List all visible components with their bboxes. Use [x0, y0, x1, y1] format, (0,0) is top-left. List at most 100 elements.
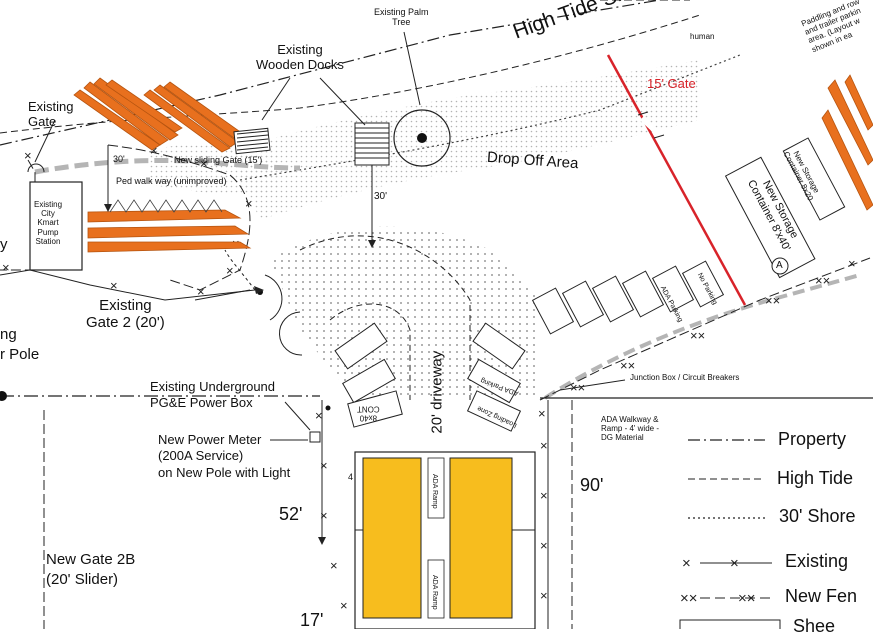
svg-text:××: ×× [620, 358, 635, 373]
marker-a-circle [771, 257, 789, 275]
label-gate-15: 15' Gate [647, 76, 696, 91]
label-y-fragment: y [0, 236, 8, 253]
svg-text:×: × [226, 263, 234, 278]
label-human-fragment: human [690, 32, 715, 41]
arrowhead-gate2 [254, 286, 264, 294]
svg-text:××: ×× [690, 328, 705, 343]
label-ped-walk-way: Ped walk way (unimproved) [116, 176, 227, 186]
parking-dotted-area [270, 226, 540, 400]
svg-text:××: ×× [765, 293, 780, 308]
parking-spots-center [466, 322, 526, 432]
power-meter-box [309, 431, 321, 443]
label-existing-underground: Existing Underground PG&E Power Box [150, 379, 276, 411]
existing-gate-swing [27, 163, 45, 173]
container-area [354, 451, 536, 629]
svg-text:×: × [24, 148, 32, 163]
parking-spots-left [334, 322, 403, 428]
svg-text:×: × [340, 598, 348, 613]
legend-property: Property [778, 429, 847, 449]
parking-spots-right [531, 260, 725, 335]
boat-rack-zigzag [109, 199, 223, 213]
label-existing-wooden-docks: Existing Wooden Docks [256, 42, 344, 72]
svg-text:×: × [2, 260, 10, 275]
gate-15-opening [639, 115, 663, 138]
legend-shee: Shee [793, 616, 836, 636]
arrowhead-30 [368, 240, 376, 248]
label-ada-walkway: ADA Walkway & Ramp - 4' wide - DG Materi… [601, 415, 659, 443]
label-existing-palm-tree: Existing Palm Tree [374, 7, 429, 28]
svg-text:×: × [540, 488, 548, 503]
svg-text:××: ×× [815, 273, 830, 288]
ped-walkway [34, 157, 301, 175]
label-container-a: 8x40 CONT [357, 404, 380, 423]
arrowhead-30-top [104, 204, 112, 212]
label-dim-30-mid: 30' [374, 191, 388, 202]
svg-text:×: × [682, 555, 691, 572]
storage-container-small [782, 137, 846, 221]
boat-racks-mid [87, 209, 252, 253]
svg-text:××: ×× [680, 590, 698, 607]
svg-text:×: × [320, 508, 328, 523]
label-dim-52: 52' [279, 504, 303, 524]
gate-15-red-line [606, 54, 747, 306]
gate2-swing-arc-2 [279, 311, 303, 356]
legend-high-tide: High Tide [777, 468, 854, 488]
svg-text:×: × [330, 558, 338, 573]
label-existing-gate: Existing Gate [28, 99, 74, 129]
legend-30-shore: 30' Shore [779, 506, 856, 526]
boat-racks-right [821, 74, 873, 211]
svg-text:×: × [730, 555, 739, 572]
label-num-4: 4 [348, 472, 354, 482]
shore-30-line [239, 54, 741, 181]
palm-tree-symbol [393, 109, 451, 167]
svg-text:××: ×× [738, 590, 756, 607]
svg-text:×: × [245, 196, 253, 211]
svg-text:×: × [540, 588, 548, 603]
svg-text:×: × [200, 156, 208, 171]
container-yellow-left [362, 457, 422, 619]
label-new-gate-2b: New Gate 2B (20' Slider) [46, 551, 136, 589]
ada-walkway-gray [543, 273, 861, 400]
legend-new-fence: New Fen [785, 586, 858, 606]
new-fence-right [539, 257, 871, 401]
label-new-sliding-gate: New sliding Gate (15') [174, 155, 263, 165]
label-new-power-meter: New Power Meter (200A Service) on New Po… [158, 432, 291, 480]
svg-text:×: × [150, 143, 158, 158]
storage-container-large [724, 156, 816, 279]
leader-lines [34, 31, 626, 540]
label-r-pole-fragment: r Pole [0, 346, 40, 363]
label-ng-fragment: ng [0, 326, 17, 343]
wooden-dock-large [354, 122, 390, 166]
svg-text:×: × [540, 438, 548, 453]
arrowhead-52 [318, 537, 326, 545]
legend-samples [679, 439, 781, 629]
label-dim-90: 90' [580, 475, 604, 495]
power-box-dot [325, 405, 331, 411]
svg-text:×: × [197, 284, 205, 299]
gate-15-posts [637, 111, 665, 139]
container-yellow-right [449, 457, 513, 619]
shore-shading [150, 60, 700, 220]
svg-text:×: × [540, 538, 548, 553]
label-ada-ramp-1: ADA Ramp [431, 474, 438, 509]
driveway-curve-outer [299, 235, 471, 400]
survey-point [0, 391, 7, 401]
svg-text:×: × [320, 458, 328, 473]
boat-racks-top [73, 77, 247, 153]
svg-text:×: × [110, 278, 118, 293]
label-junction-box: Junction Box / Circuit Breakers [630, 373, 740, 382]
label-marker-a: A [776, 260, 783, 271]
pump-station-box [29, 181, 83, 271]
gate2-swing-arc [264, 274, 283, 321]
label-driveway: 20' driveway [428, 350, 446, 434]
driveway-curve-inner [329, 303, 411, 400]
wooden-dock-small [233, 127, 271, 155]
label-existing-city-pump: Existing City Kmart Pump Station [34, 200, 63, 246]
svg-text:×: × [848, 256, 856, 271]
label-dim-30-top: 30' [113, 154, 125, 164]
legend-existing: Existing [785, 551, 849, 571]
label-existing-gate-2: Existing Gate 2 (20') [86, 297, 165, 332]
label-dim-17: 17' [300, 610, 324, 630]
svg-text:×: × [538, 406, 546, 421]
